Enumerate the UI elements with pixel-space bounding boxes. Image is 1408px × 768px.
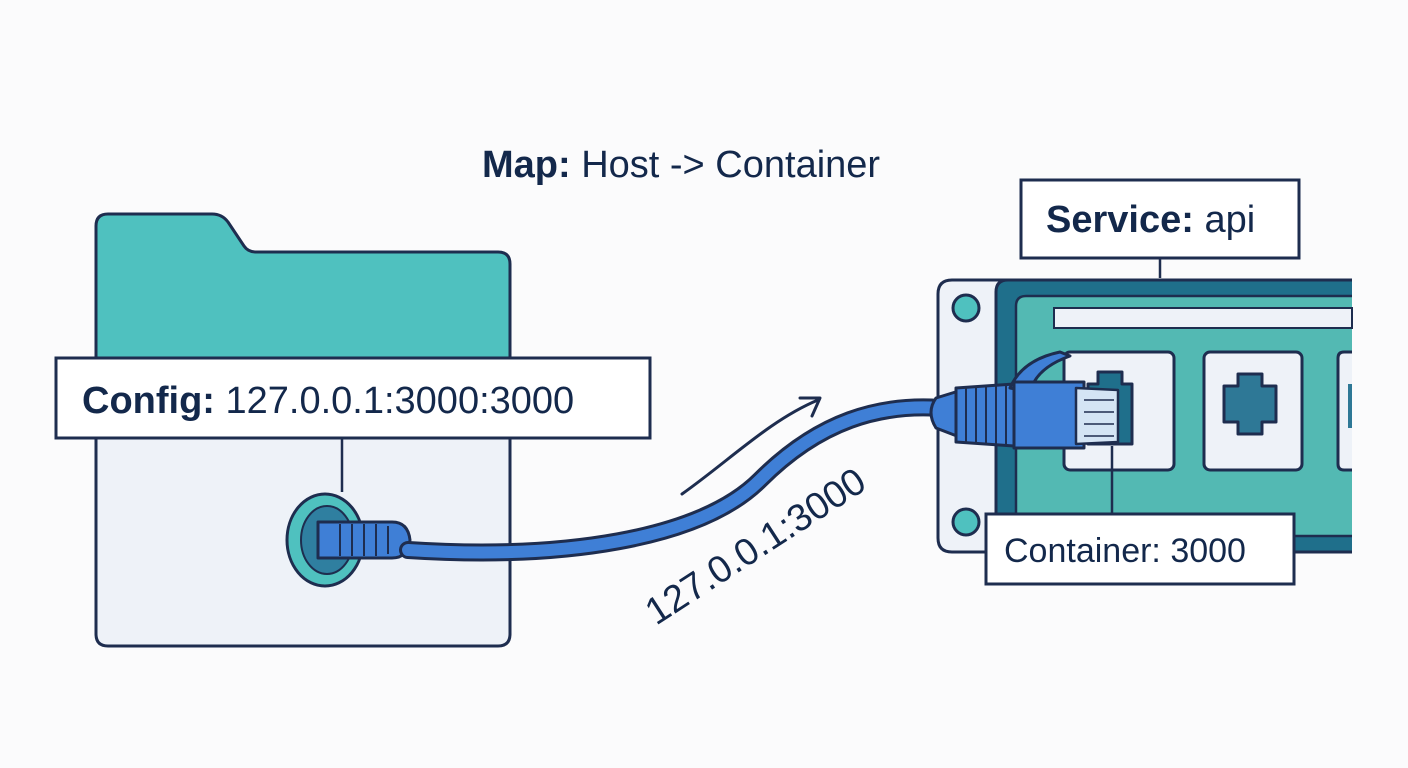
host-plug (316, 520, 412, 560)
container-label: Container: 3000 (1004, 532, 1246, 570)
service-label-value: api (1194, 199, 1255, 241)
service-label-box: Service: api (1019, 178, 1301, 260)
folder-tab (94, 212, 512, 362)
config-label-box: Config: 127.0.0.1:3000:3000 (54, 356, 652, 440)
container-label-box: Container: 3000 (984, 512, 1296, 586)
service-label: Service: api (1046, 199, 1255, 241)
container-port-2 (1202, 350, 1304, 472)
direction-arrow-icon (680, 396, 822, 496)
mount-screw-top (951, 293, 981, 323)
diagram-title: Map: Host -> Container (482, 144, 880, 186)
config-label-key: Config: (82, 380, 215, 422)
panel-label-strip (1053, 307, 1353, 329)
mount-screw-bottom (951, 507, 981, 537)
container-plug (929, 350, 1120, 450)
title-key: Map: (482, 144, 571, 186)
service-label-key: Service: (1046, 199, 1194, 241)
config-label: Config: 127.0.0.1:3000:3000 (82, 380, 574, 422)
container-port-3 (1336, 350, 1352, 472)
ethernet-cable (399, 398, 949, 562)
config-label-value: 127.0.0.1:3000:3000 (215, 380, 574, 422)
title-value: Host -> Container (571, 144, 881, 186)
